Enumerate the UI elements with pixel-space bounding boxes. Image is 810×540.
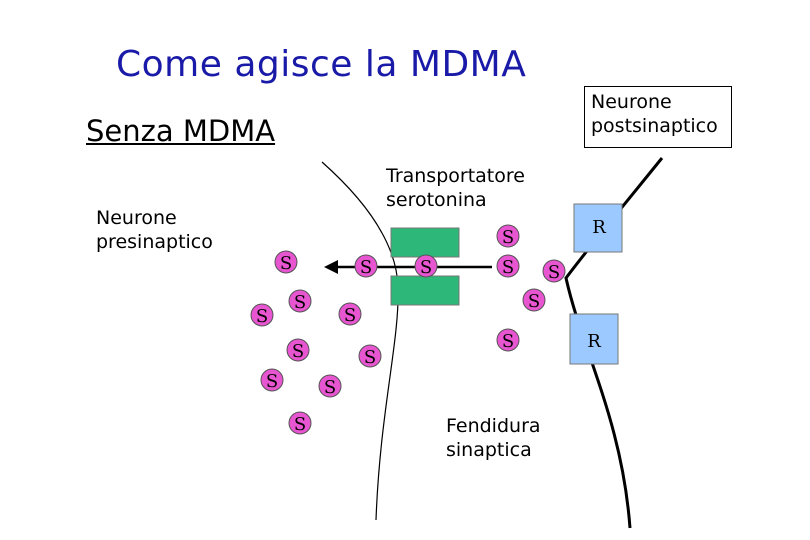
transporter-bottom-block [390, 275, 460, 306]
svg-text:S: S [292, 341, 304, 362]
svg-text:S: S [502, 227, 514, 248]
svg-text:S: S [294, 292, 306, 313]
serotonin-molecule: S [318, 374, 342, 398]
transporter-label: Transportatore serotonina [386, 164, 525, 212]
serotonin-molecule: S [496, 224, 520, 248]
svg-text:R: R [587, 331, 601, 352]
serotonin-molecule: S [274, 250, 298, 274]
serotonin-molecule: S [338, 302, 362, 326]
presynaptic-neuron-label: Neurone presinaptico [96, 206, 213, 254]
serotonin-molecule: S [542, 259, 566, 283]
serotonin-molecule: S [358, 344, 382, 368]
receptor-top: R [573, 203, 623, 253]
svg-text:S: S [344, 305, 356, 326]
svg-text:S: S [294, 414, 306, 435]
transporter-label-line1: Transportatore [386, 165, 525, 187]
serotonin-group: S S S S S S S S S S S S S S S S [250, 224, 566, 435]
svg-text:S: S [324, 377, 336, 398]
page-title: Come agisce la MDMA [116, 44, 527, 85]
transporter-label-line2: serotonina [386, 189, 487, 211]
receptor-bottom: R [569, 313, 619, 365]
svg-text:S: S [548, 262, 560, 283]
serotonin-molecule: S [496, 254, 520, 278]
reuptake-arrowhead [324, 260, 338, 274]
subtitle: Senza MDMA [86, 114, 276, 148]
serotonin-molecule: S [354, 254, 378, 278]
serotonin-molecule: S [288, 289, 312, 313]
cleft-label-line2: sinaptica [446, 439, 532, 461]
serotonin-molecule: S [288, 411, 312, 435]
svg-text:S: S [280, 253, 292, 274]
serotonin-molecule: S [260, 368, 284, 392]
svg-text:S: S [256, 306, 268, 327]
svg-text:S: S [502, 331, 514, 352]
svg-text:S: S [502, 257, 514, 278]
serotonin-molecule: S [522, 288, 546, 312]
presynaptic-membrane [321, 161, 399, 521]
serotonin-molecule: S [250, 303, 274, 327]
cleft-label-line1: Fendidura [446, 415, 541, 437]
presynaptic-label-line1: Neurone [96, 207, 177, 229]
transporter-top-block [390, 227, 460, 258]
svg-text:S: S [360, 257, 372, 278]
svg-text:R: R [592, 217, 606, 238]
serotonin-molecule: S [496, 328, 520, 352]
postsynaptic-neuron-label: Neurone postsinaptico [584, 86, 732, 148]
postsynaptic-label-line1: Neurone [591, 91, 672, 113]
svg-text:S: S [420, 257, 432, 278]
svg-text:S: S [528, 291, 540, 312]
svg-text:S: S [364, 347, 376, 368]
postsynaptic-membrane [564, 157, 664, 529]
serotonin-molecule: S [286, 338, 310, 362]
presynaptic-label-line2: presinaptico [96, 231, 213, 253]
svg-text:S: S [266, 371, 278, 392]
postsynaptic-label-line2: postsinaptico [591, 115, 718, 137]
synaptic-cleft-label: Fendidura sinaptica [446, 414, 541, 462]
serotonin-molecule: S [414, 254, 438, 278]
